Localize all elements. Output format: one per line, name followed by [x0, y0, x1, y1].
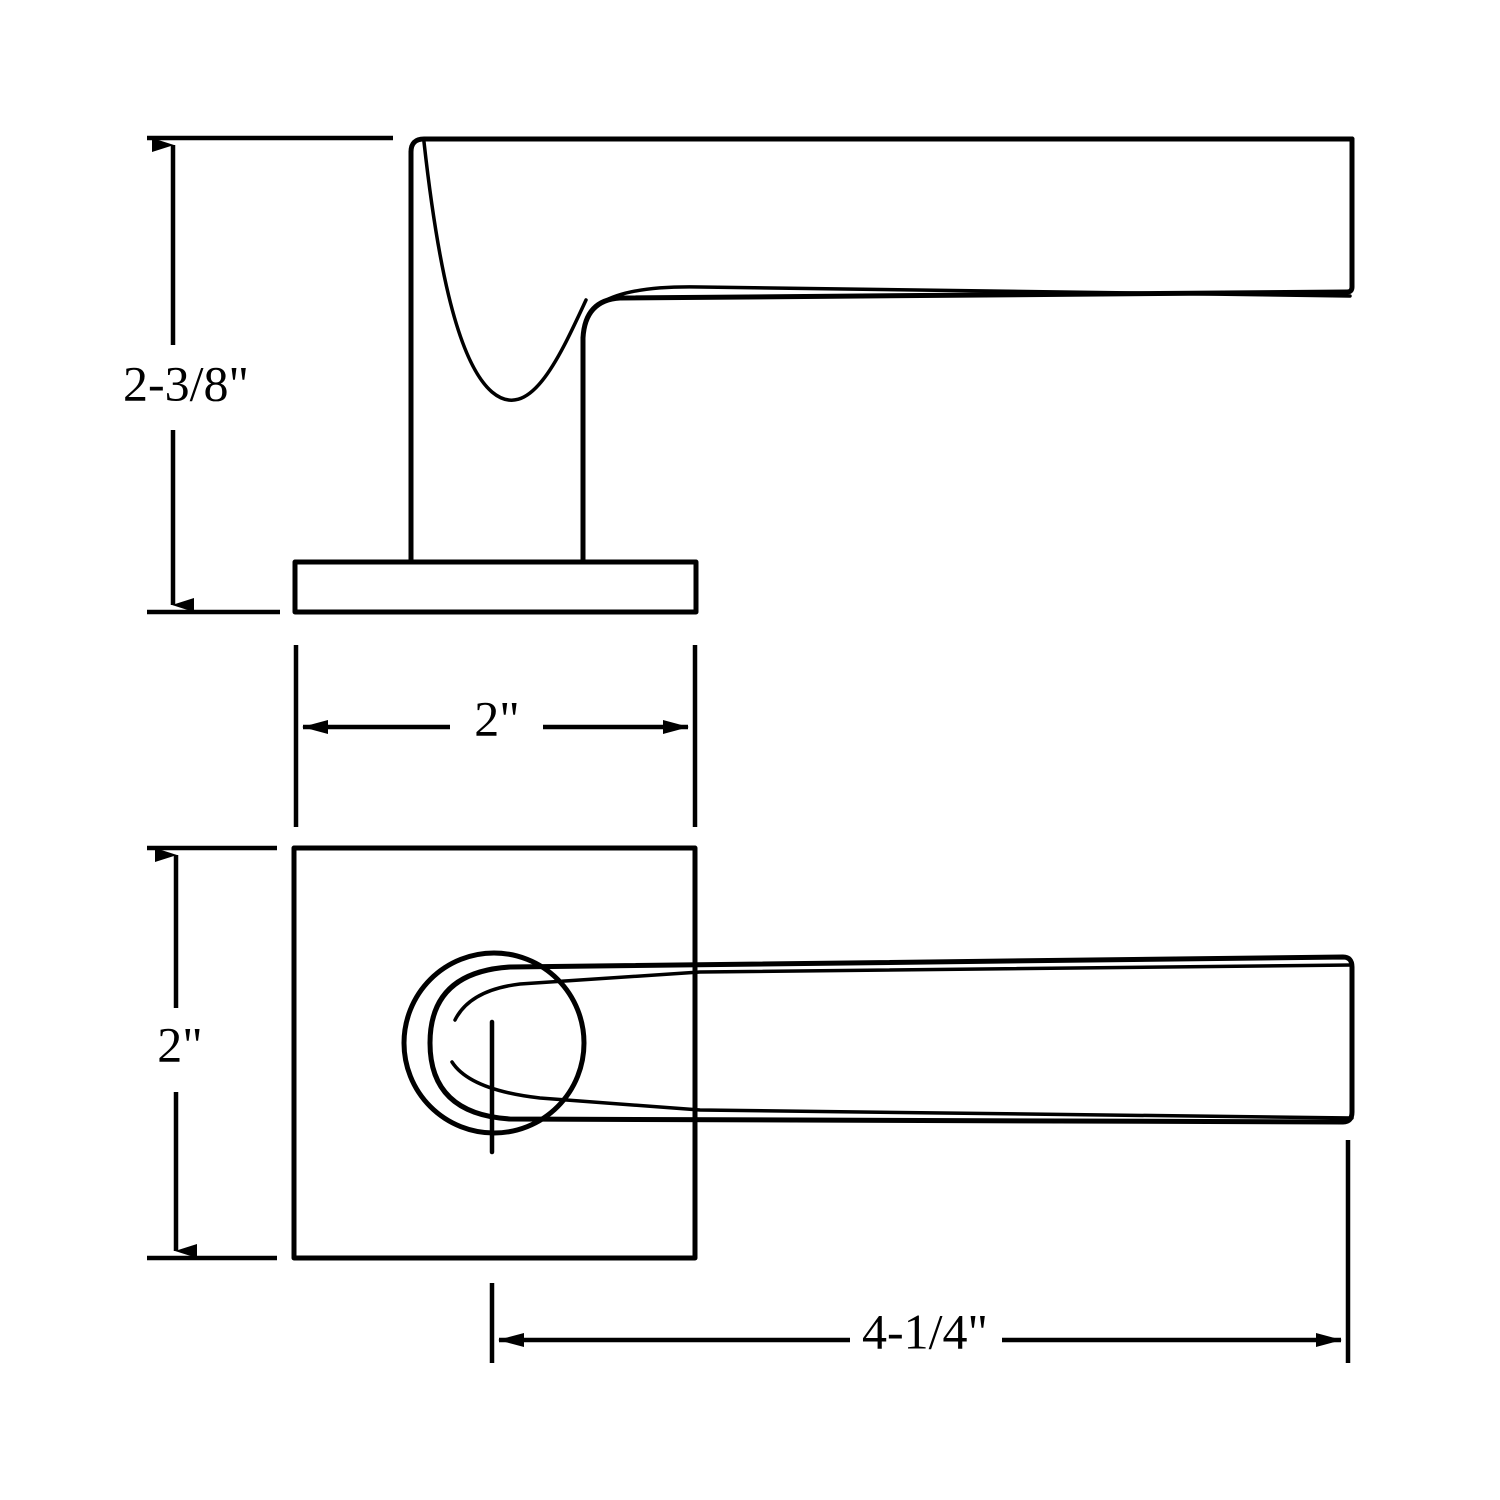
side-lever-top-edge	[408, 136, 1355, 155]
front-rose-square-plate	[291, 845, 698, 1261]
side-lever-inner-detail-line	[584, 285, 1352, 322]
rose-height-dimension-label: 2"	[157, 1016, 202, 1072]
side-lever-scoop-curve	[422, 140, 588, 402]
front-elevation-view	[291, 845, 1355, 1261]
lever-length-dimension-label: 4-1/4"	[862, 1303, 988, 1359]
dimension-lever-length-4-1-4	[489, 1140, 1351, 1363]
side-elevation-view	[292, 136, 1355, 615]
height-dimension-label: 2-3/8"	[123, 355, 249, 411]
dimension-rose-height-2	[147, 845, 277, 1261]
rose-width-dimension-label: 2"	[474, 690, 519, 746]
dimension-height-2-3-8	[147, 135, 393, 615]
front-lever-top-crease-line	[453, 963, 1354, 1022]
dimension-rose-width-2	[293, 645, 698, 827]
